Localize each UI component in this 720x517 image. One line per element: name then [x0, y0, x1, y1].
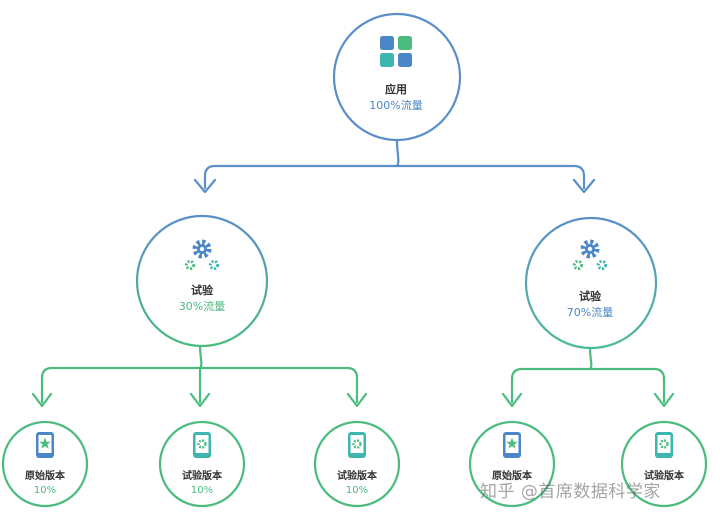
root-title: 应用: [385, 82, 407, 96]
leaf-title: 试验版本: [182, 469, 223, 482]
right-experiment-node: 试验 70%流量: [524, 216, 658, 350]
leaf-node-original-2: 原始版本: [468, 420, 556, 508]
leaf-traffic: 10%: [34, 485, 56, 496]
leaf-circle: [1, 420, 89, 508]
right-experiment-title: 试验: [579, 289, 602, 303]
gears-icon: [184, 239, 220, 271]
watermark: 知乎 @首席数据科学家: [480, 482, 661, 502]
leaf-traffic: 10%: [191, 485, 213, 496]
leaf-circle: [468, 420, 556, 508]
leaf-title: 试验版本: [337, 469, 378, 482]
leaf-title: 原始版本: [25, 469, 66, 482]
left-experiment-title: 试验: [191, 283, 214, 297]
leaf-circle: [620, 420, 708, 508]
phone-gear-icon: [655, 432, 673, 458]
phone-star-icon: [503, 432, 521, 458]
root-traffic: 100%流量: [369, 98, 422, 112]
right-experiment-circle: [524, 216, 658, 350]
leaf-circle: [313, 420, 401, 508]
leaf-title: 原始版本: [492, 469, 533, 482]
leaf-node-experiment-1: 试验版本 10%: [158, 420, 246, 508]
leaf-node-experiment-3: 试验版本: [620, 420, 708, 508]
gears-icon: [572, 239, 608, 271]
connector-left: [31, 343, 368, 408]
phone-gear-icon: [193, 432, 211, 458]
phone-gear-icon: [348, 432, 366, 458]
app-grid-icon: [380, 36, 412, 67]
left-experiment-node: 试验 30%流量: [135, 214, 269, 348]
leaf-node-experiment-2: 试验版本 10%: [313, 420, 401, 508]
root-circle: [332, 12, 462, 142]
root-node: 应用 100%流量: [332, 12, 462, 142]
left-experiment-traffic: 30%流量: [179, 299, 225, 313]
connector-right: [501, 346, 675, 408]
leaf-node-original-1: 原始版本 10%: [1, 420, 89, 508]
leaf-circle: [158, 420, 246, 508]
left-experiment-circle: [135, 214, 269, 348]
phone-star-icon: [36, 432, 54, 458]
leaf-title: 试验版本: [644, 469, 685, 482]
leaf-traffic: 10%: [346, 485, 368, 496]
right-experiment-traffic: 70%流量: [567, 305, 613, 319]
connector-root: [193, 138, 596, 194]
